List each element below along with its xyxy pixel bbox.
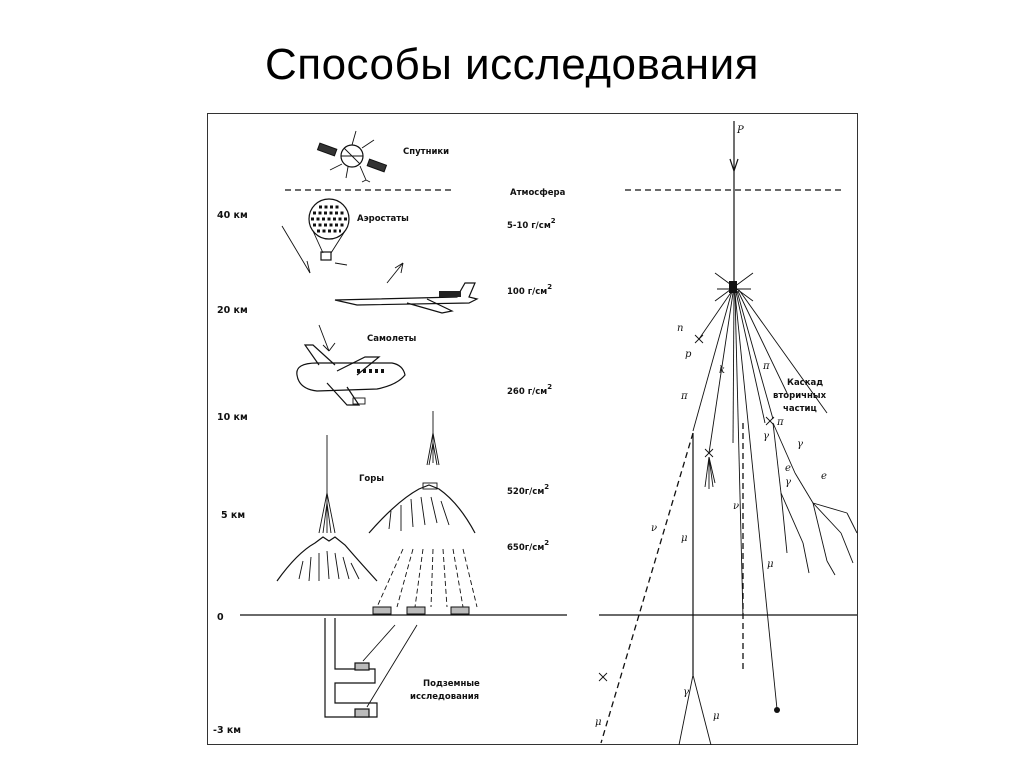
altitude-scale: 40 км 20 км 10 км 5 км 0 -3 км <box>213 210 248 736</box>
particle-mu: μ <box>713 711 720 722</box>
altitude-20km: 20 км <box>217 305 248 316</box>
mountain-right-icon <box>368 411 476 534</box>
depth-label: 650г/см2 <box>507 539 549 553</box>
depth-label: 260 г/см2 <box>507 383 552 397</box>
particle-gamma: γ <box>763 431 769 442</box>
particle-mu: μ <box>767 559 774 570</box>
particle-pi-plus: π <box>680 391 688 402</box>
depth-labels: 5-10 г/см2 100 г/см2 260 г/см2 520г/см2 … <box>507 217 556 553</box>
particle-gamma: γ <box>683 687 689 698</box>
particle-pi0: π <box>776 417 784 428</box>
figure-frame <box>207 113 858 745</box>
atmosphere-label: Атмосфера <box>510 188 566 198</box>
altitude-zero: 0 <box>217 612 224 623</box>
ground-showers <box>376 548 478 608</box>
particle-mu: μ <box>595 717 602 728</box>
jet-icon <box>334 262 479 314</box>
decay-marks <box>598 334 775 682</box>
particle-gamma: γ <box>785 477 791 488</box>
particle-mu: μ <box>681 533 688 544</box>
mountain-left-icon <box>276 435 378 582</box>
cascade: P <box>595 121 858 745</box>
mountains-label: Горы <box>359 474 384 484</box>
underground-label-line2: исследования <box>410 692 479 702</box>
particle-nu: ν <box>651 523 657 534</box>
altitude-5km: 5 км <box>221 510 245 521</box>
particle-pi-plus2: π <box>762 361 770 372</box>
particle-e-plus: e <box>821 471 827 482</box>
altitude-minus3km: -3 км <box>213 725 241 736</box>
primary-arrow <box>729 158 739 173</box>
secondary-tracks <box>692 289 828 710</box>
slide-title: Способы исследования <box>264 40 760 89</box>
cascade-label-line3: частиц <box>783 404 817 414</box>
neutrino-track <box>600 432 694 744</box>
cascade-label-line2: вторичных <box>773 391 827 401</box>
altitude-40km: 40 км <box>217 210 248 221</box>
particle-e-minus: e <box>785 463 791 474</box>
primary-label: P <box>736 125 744 136</box>
cosmic-ray-research-diagram: 40 км 20 км 10 км 5 км 0 -3 км Атмосфера… <box>213 121 858 745</box>
particle-nu: ν <box>733 501 739 512</box>
ground-detectors <box>372 606 470 615</box>
cascade-label-line1: Каскад <box>787 378 823 388</box>
balloon-icon <box>281 198 350 274</box>
depth-label: 5-10 г/см2 <box>507 217 556 231</box>
balloons-label: Аэростаты <box>357 214 409 224</box>
altitude-10km: 10 км <box>217 412 248 423</box>
particle-p: p <box>685 349 692 360</box>
planes-label: Самолеты <box>367 334 416 344</box>
hadron-shower <box>704 456 716 489</box>
airliner-icon <box>296 324 406 406</box>
interaction-vertex <box>714 272 754 302</box>
muon-stop-dot <box>774 707 780 713</box>
particle-n: n <box>677 323 683 334</box>
particle-k: k <box>719 365 725 376</box>
depth-label: 520г/см2 <box>507 483 549 497</box>
depth-label: 100 г/см2 <box>507 283 552 297</box>
em-cascade <box>772 422 858 576</box>
underground-mine-icon <box>324 618 418 718</box>
satellite-icon <box>316 130 388 183</box>
satellites-label: Спутники <box>403 147 449 157</box>
underground-label-line1: Подземные <box>423 679 480 689</box>
particle-gamma: γ <box>797 439 803 450</box>
